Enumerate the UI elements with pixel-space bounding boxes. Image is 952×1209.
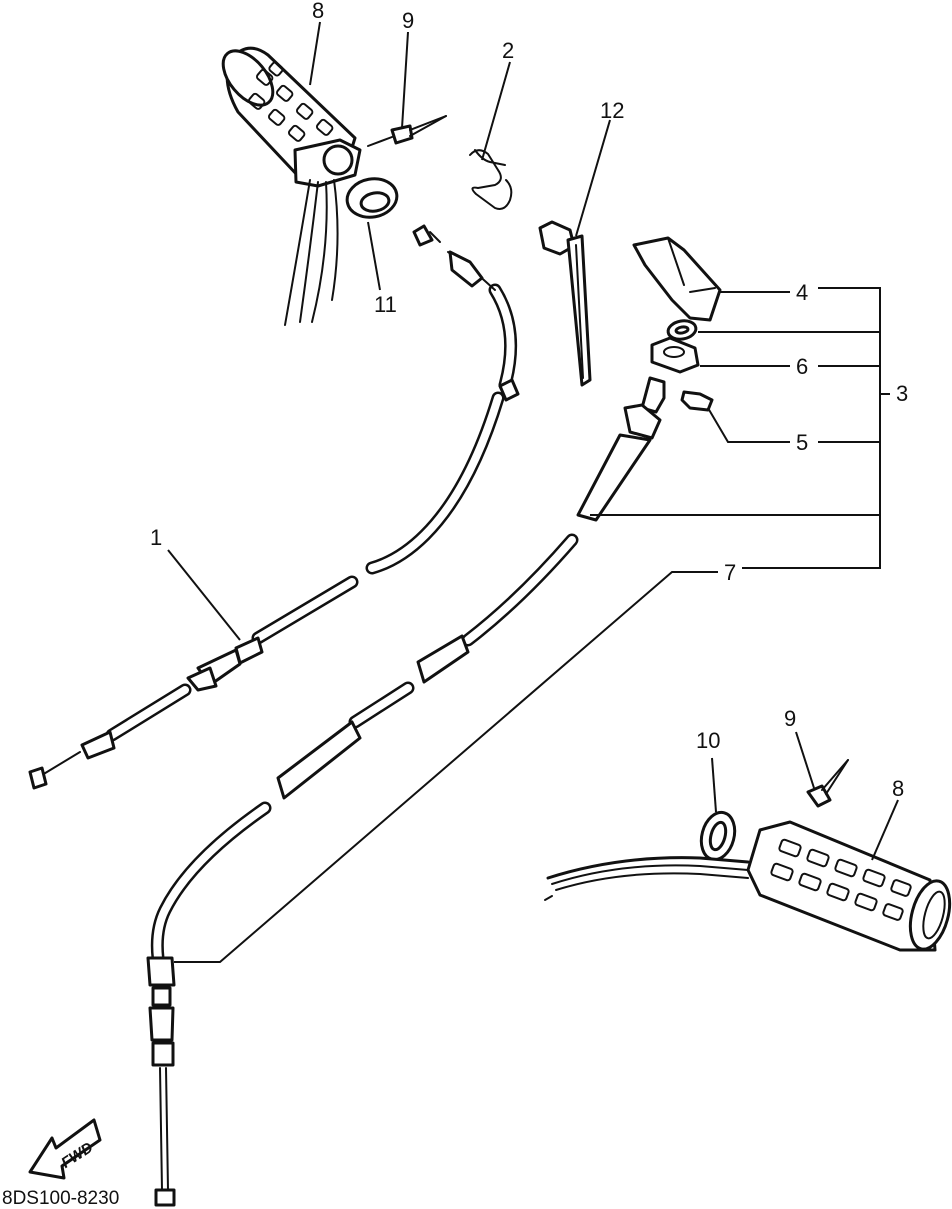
cable-7 [146, 533, 579, 1207]
throttle-washer [666, 319, 698, 341]
leader-5 [707, 407, 790, 443]
callout-2: 2 [502, 38, 514, 63]
cable-clip [469, 149, 513, 210]
right-collar [699, 810, 737, 862]
throttle-lever [632, 236, 722, 322]
callout-7: 7 [724, 560, 736, 585]
throttle-nut [650, 336, 700, 374]
callout-4: 4 [796, 280, 808, 305]
callout-11: 11 [374, 292, 397, 317]
leader-9-right [795, 731, 815, 789]
leader-lines [167, 21, 899, 963]
callout-1: 1 [150, 525, 162, 550]
callout-9-right: 9 [784, 706, 796, 731]
bracket-3 [742, 287, 890, 569]
throttle-pin [680, 390, 714, 412]
leader-9-left [401, 31, 409, 129]
leader-1 [167, 549, 241, 641]
callout-3: 3 [896, 381, 908, 406]
diagram-code: 8DS100-8230 [2, 1188, 119, 1209]
callout-6: 6 [796, 354, 808, 379]
callout-10: 10 [696, 728, 720, 753]
callout-numbers: 1 2 3 4 5 6 7 8 9 11 12 10 9 8 [150, 0, 908, 801]
leader-12 [575, 119, 611, 237]
right-grip [544, 820, 952, 952]
leader-10 [711, 757, 717, 813]
leader-8-right [871, 799, 899, 861]
leader-11 [367, 221, 381, 291]
left-grip [221, 46, 362, 326]
callout-9-left: 9 [402, 8, 414, 33]
leader-8-left [309, 21, 321, 86]
callout-8-left: 8 [312, 0, 324, 23]
fwd-arrow: FWD [28, 1118, 102, 1180]
cable-band [538, 220, 592, 387]
throttle-body [576, 376, 666, 522]
leader-2 [481, 61, 511, 161]
right-grip-screw [806, 759, 849, 808]
left-collar [345, 177, 399, 219]
callout-12: 12 [600, 98, 624, 123]
cable-1 [28, 224, 520, 790]
callout-8-right: 8 [892, 776, 904, 801]
callout-5: 5 [796, 430, 808, 455]
left-grip-screw [367, 115, 447, 147]
leader-7 [174, 571, 718, 963]
